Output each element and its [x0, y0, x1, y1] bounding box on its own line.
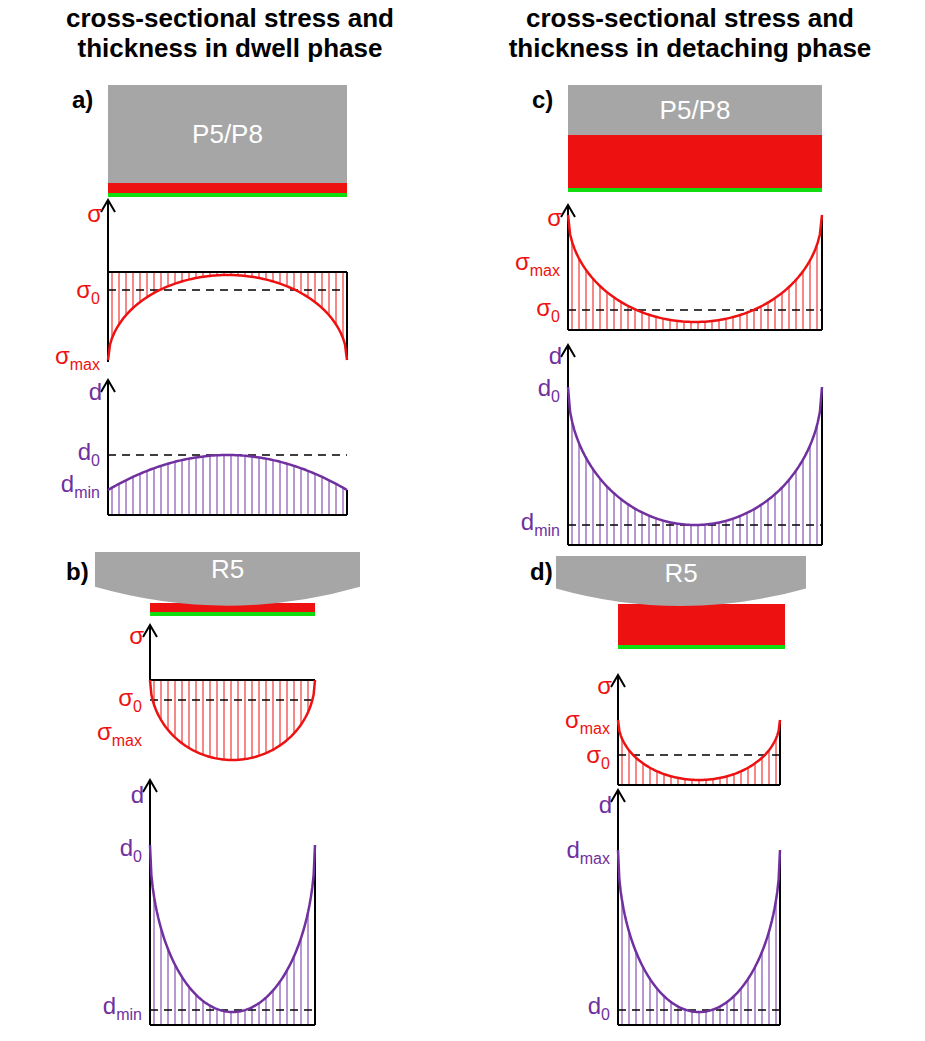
thickness-label: d — [131, 781, 144, 809]
radius-punch: R5 — [95, 552, 360, 610]
distribution-plot — [611, 790, 780, 1025]
hatching — [572, 421, 817, 545]
distribution-plot — [561, 345, 822, 545]
punch-label: P5/P8 — [192, 119, 263, 150]
distribution-plot — [143, 625, 315, 760]
radius-punch: R5 — [556, 556, 806, 610]
thickness-label: d — [599, 791, 612, 819]
punch-label: P5/P8 — [660, 95, 731, 126]
sheet-layer — [618, 604, 785, 645]
hatching — [622, 739, 776, 785]
axes — [108, 380, 347, 515]
punch-label: R5 — [664, 558, 697, 589]
distribution-curve — [568, 387, 822, 525]
contact-line — [618, 645, 785, 649]
reference-line — [150, 699, 315, 701]
thickness-label: dmax — [566, 836, 610, 864]
panel-letter: a) — [72, 86, 93, 114]
axis-arrow — [143, 780, 157, 792]
axis-arrow — [611, 675, 625, 687]
stress-label: σ0 — [76, 276, 100, 304]
stress-label: σmax — [55, 342, 100, 370]
stress-label: σ — [597, 672, 612, 700]
distribution-curve — [618, 850, 780, 1012]
stress-label: σ0 — [118, 684, 142, 712]
thickness-label: d0 — [588, 992, 610, 1020]
panel-letter: c) — [532, 86, 553, 114]
stress-label: σmax — [565, 706, 610, 734]
axis-arrow — [101, 380, 115, 392]
reference-line — [618, 1009, 780, 1011]
distribution-plot — [611, 675, 780, 785]
distribution-plot — [561, 205, 822, 330]
axis-arrow — [611, 790, 625, 802]
reference-line — [568, 309, 822, 311]
distribution-curve — [108, 275, 347, 360]
axes — [618, 790, 780, 1025]
thickness-label: dmin — [103, 992, 142, 1020]
panel-letter: b) — [66, 558, 89, 586]
stress-label: σ0 — [536, 294, 560, 322]
distribution-plot — [101, 200, 347, 362]
hatching — [112, 272, 343, 338]
stress-label: σ — [87, 200, 102, 228]
axes — [150, 780, 315, 1025]
distribution-curve — [150, 680, 315, 760]
flat-punch: P5/P8 — [108, 85, 347, 183]
distribution-curve — [618, 720, 780, 780]
contact-line — [108, 193, 347, 197]
distribution-curve — [150, 845, 315, 1012]
distribution-curve — [568, 215, 822, 322]
thickness-label: d0 — [538, 374, 560, 402]
hatching — [622, 900, 776, 1025]
stress-label: σmax — [515, 248, 560, 276]
axes — [568, 345, 822, 545]
axes — [568, 205, 822, 330]
stress-label: σ — [547, 204, 562, 232]
reference-line — [618, 754, 780, 756]
flat-punch: P5/P8 — [568, 85, 822, 135]
axis-arrow — [561, 345, 575, 357]
hatching — [572, 242, 817, 330]
reference-line — [108, 289, 347, 291]
distribution-curve — [108, 455, 347, 490]
contact-line — [150, 612, 315, 616]
contact-line — [568, 188, 822, 192]
punch-label: R5 — [211, 554, 244, 585]
thickness-label: d — [549, 342, 562, 370]
hatching — [112, 455, 343, 515]
panel-letter: d) — [530, 558, 553, 586]
hatching — [154, 896, 308, 1025]
axis-arrow — [101, 200, 115, 212]
sheet-layer — [108, 183, 347, 193]
thickness-label: d — [89, 378, 102, 406]
column-heading: cross-sectional stress and thickness in … — [30, 4, 430, 64]
sheet-layer — [568, 135, 822, 188]
stress-label: σmax — [97, 718, 142, 746]
distribution-plot — [101, 380, 347, 515]
axes — [150, 625, 315, 680]
reference-line — [150, 1009, 315, 1011]
axis-arrow — [143, 625, 157, 637]
distribution-plot — [143, 780, 315, 1025]
hatching — [154, 680, 308, 760]
thickness-label: d0 — [78, 438, 100, 466]
column-heading: cross-sectional stress and thickness in … — [475, 4, 905, 64]
stress-label: σ0 — [586, 741, 610, 769]
thickness-label: dmin — [521, 508, 560, 536]
thickness-label: dmin — [61, 470, 100, 498]
thickness-label: d0 — [120, 834, 142, 862]
stress-label: σ — [129, 622, 144, 650]
axes — [108, 200, 347, 362]
axes — [618, 675, 780, 785]
